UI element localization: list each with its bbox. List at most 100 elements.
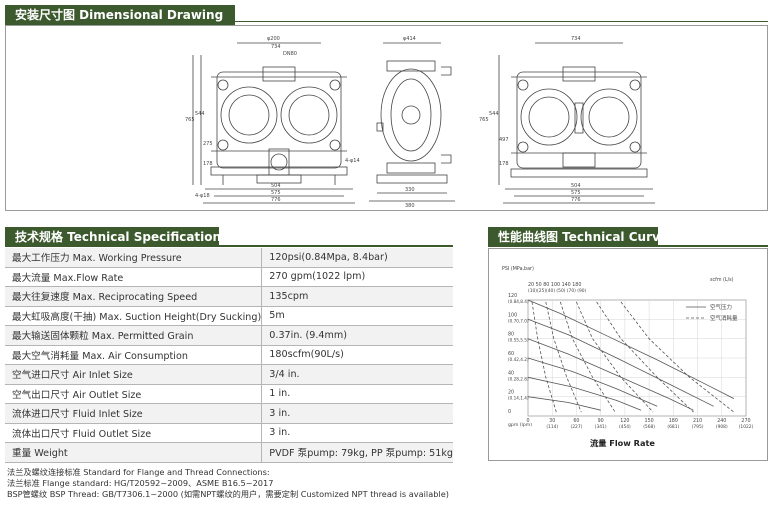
air-consumption-sublabels: (10)(25)(40) (50) (70) (90) <box>528 288 587 294</box>
note-line: 法兰及螺纹连接标准 Standard for Flange and Thread… <box>7 467 270 477</box>
air-pressure-curve <box>527 376 642 411</box>
dim-front-776: 776 <box>271 197 281 203</box>
y-tick-label: 120 <box>508 293 517 299</box>
x-tick-label: 120 <box>620 418 629 424</box>
dim-front-n4: 4-φ18 <box>195 193 210 199</box>
curve-rule <box>648 245 768 247</box>
x-tick-sublabel: (454) <box>619 424 631 430</box>
dim-side-380: 380 <box>405 203 415 209</box>
side-view <box>369 42 455 202</box>
dim-right-178: 178 <box>499 161 509 167</box>
dim-right-497: 497 <box>499 137 509 143</box>
air-consumption-curve <box>531 301 557 413</box>
dim-front-dn80: DN80 <box>283 51 297 57</box>
y-tick-label: 20 <box>508 390 514 396</box>
dim-right-765: 765 <box>479 117 489 123</box>
y2-axis-label: scfm (L/s) <box>710 277 734 283</box>
spec-label: 最大往复速度 Max. Reciprocating Speed <box>5 286 263 307</box>
x-unit-label: gpm (lpm) <box>508 422 532 428</box>
dim-side-330: 330 <box>405 187 415 193</box>
air-pressure-curve <box>527 318 714 407</box>
dim-right-504: 504 <box>571 183 581 189</box>
x-tick-sublabel: (568) <box>643 424 655 430</box>
spec-row: 最大虹吸高度(干抽) Max. Suction Height(Dry Sucki… <box>5 306 453 326</box>
x-tick-label: 90 <box>598 418 604 424</box>
x-tick-label: 0 <box>526 418 529 424</box>
x-tick-label: 270 <box>741 418 750 424</box>
x-tick-label: 240 <box>717 418 726 424</box>
air-consumption-labels: 20 50 80 100 140 180 <box>528 282 581 288</box>
dim-right-734: 734 <box>571 36 581 42</box>
spec-label: 流体出口尺寸 Fluid Outlet Size <box>5 423 263 443</box>
y-tick-label: 0 <box>508 409 511 415</box>
dim-front-765: 765 <box>185 117 195 123</box>
spec-label: 最大流量 Max.Flow Rate <box>5 267 263 287</box>
specs-rule <box>209 245 453 247</box>
spec-label: 空气进口尺寸 Air Inlet Size <box>5 364 263 385</box>
x-tick-sublabel: (341) <box>595 424 607 430</box>
y-tick-sublabel: (0.70,7.0) <box>508 318 529 323</box>
technical-curve-chart: PSI (MPa,bar) scfm (L/s) 20 50 80 100 14… <box>502 266 754 448</box>
dim-side-n4: 4-φ14 <box>345 158 360 164</box>
y-tick-sublabel: (0.84,8.4) <box>508 299 529 304</box>
spec-value: 1 in. <box>261 384 453 404</box>
y-tick-label: 60 <box>508 351 514 357</box>
spec-label: 流体进口尺寸 Fluid Inlet Size <box>5 403 263 424</box>
chart-grid <box>527 299 747 417</box>
spec-label: 最大虹吸高度(干抽) Max. Suction Height(Dry Sucki… <box>5 306 263 326</box>
dim-right-544: 544 <box>489 111 499 117</box>
x-tick-label: 60 <box>573 418 579 424</box>
air-consumption-curve <box>576 301 654 413</box>
x-tick-sublabel: (1022) <box>739 424 754 430</box>
curve-box <box>488 248 768 461</box>
spec-label: 最大输送固体颗粒 Max. Permitted Grain <box>5 325 263 346</box>
chart-series <box>527 299 735 413</box>
air-pressure-curve <box>527 396 601 411</box>
chart-legend: 空气压力 空气消耗量 <box>686 303 738 322</box>
dim-right-575: 575 <box>571 190 581 196</box>
spec-value: 180scfm(90L/s) <box>261 345 453 365</box>
x-tick-label: 30 <box>549 418 555 424</box>
spec-value: 3 in. <box>261 423 453 443</box>
y-axis-label: PSI (MPa,bar) <box>502 266 534 272</box>
spec-value: 5m <box>261 306 453 326</box>
dim-side-d414: φ414 <box>403 36 416 42</box>
dim-front-575: 575 <box>271 190 281 196</box>
spec-value: 135cpm <box>261 286 453 307</box>
y-tick-label: 80 <box>508 332 514 338</box>
section-header-curve: 性能曲线图 Technical Curve <box>488 227 668 247</box>
header-rule <box>225 21 768 22</box>
spec-value: 270 gpm(1022 lpm) <box>261 267 453 287</box>
x-tick-label: 210 <box>693 418 702 424</box>
x-tick-sublabel: (908) <box>716 424 728 430</box>
front-view <box>192 42 355 204</box>
note-line: 法兰标准 Flange standard: HG/T20592~2009、ASM… <box>7 478 274 488</box>
y-tick-label: 100 <box>508 312 517 318</box>
x-tick-sublabel: (795) <box>692 424 704 430</box>
section-header-specs: 技术规格 Technical Specifications <box>5 227 228 247</box>
y-tick-sublabel: (0.14,1.4) <box>508 396 529 401</box>
spec-label: 最大工作压力 Max. Working Pressure <box>5 248 263 268</box>
spec-label: 重量 Weight <box>5 442 263 463</box>
section-header-dimensional: 安装尺寸图 Dimensional Drawing <box>5 5 235 25</box>
x-tick-sublabel: (114) <box>546 424 558 430</box>
dim-front-504: 504 <box>271 183 281 189</box>
spec-value: 0.37in. (9.4mm) <box>261 325 453 346</box>
spec-label: 空气出口尺寸 Air Outlet Size <box>5 384 263 404</box>
note-line: BSP管螺纹 BSP Thread: GB/T7306.1~2000 (如需NP… <box>7 489 449 499</box>
air-pressure-curve <box>527 299 735 399</box>
spec-value: 3/4 in. <box>261 364 453 385</box>
spec-value: 3 in. <box>261 403 453 424</box>
spec-label: 最大空气消耗量 Max. Air Consumption <box>5 345 263 365</box>
dim-front-275: 275 <box>203 141 213 147</box>
